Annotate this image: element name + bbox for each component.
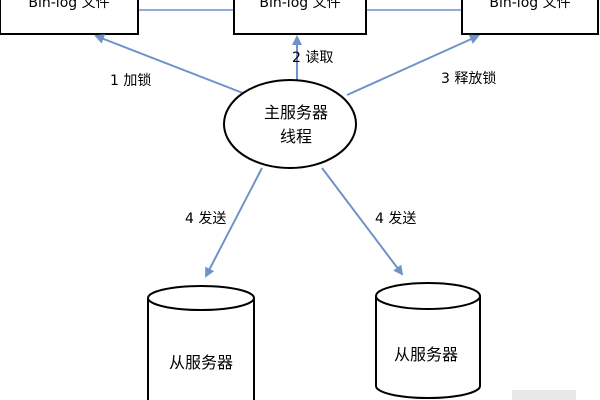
slave-server-label: 从服务器 — [394, 345, 458, 364]
edge-label-read: 2 读取 — [292, 49, 333, 66]
binlog-box-label: Bin-log 文件 — [259, 0, 340, 11]
edge-label-release: 3 释放锁 — [441, 71, 496, 87]
arrow-send-left — [205, 167, 263, 278]
slave-server-right: 从服务器 — [375, 282, 481, 399]
edge-label-send-left: 4 发送 — [185, 211, 226, 227]
binlog-box-label: Bin-log 文件 — [489, 0, 570, 11]
edge-label-lock: 1 加锁 — [110, 73, 151, 89]
slave-server-left: 从服务器 — [147, 285, 255, 400]
arrow-send-right — [321, 167, 404, 276]
slave-server-label: 从服务器 — [169, 353, 233, 372]
binlog-box-middle: Bin-log 文件 — [233, 0, 367, 35]
main-server-thread: 主服务器 线程 — [223, 79, 357, 169]
main-thread-label-line2: 线程 — [280, 127, 312, 146]
edge-label-send-right: 4 发送 — [375, 211, 416, 227]
binlog-box-right: Bin-log 文件 — [461, 0, 599, 35]
arrow-release — [346, 34, 480, 96]
arrow-lock — [94, 34, 249, 96]
main-thread-label-line1: 主服务器 — [264, 103, 328, 122]
watermark-mark — [512, 390, 576, 400]
binlog-box-left: Bin-log 文件 — [0, 0, 139, 35]
binlog-box-label: Bin-log 文件 — [28, 0, 109, 11]
